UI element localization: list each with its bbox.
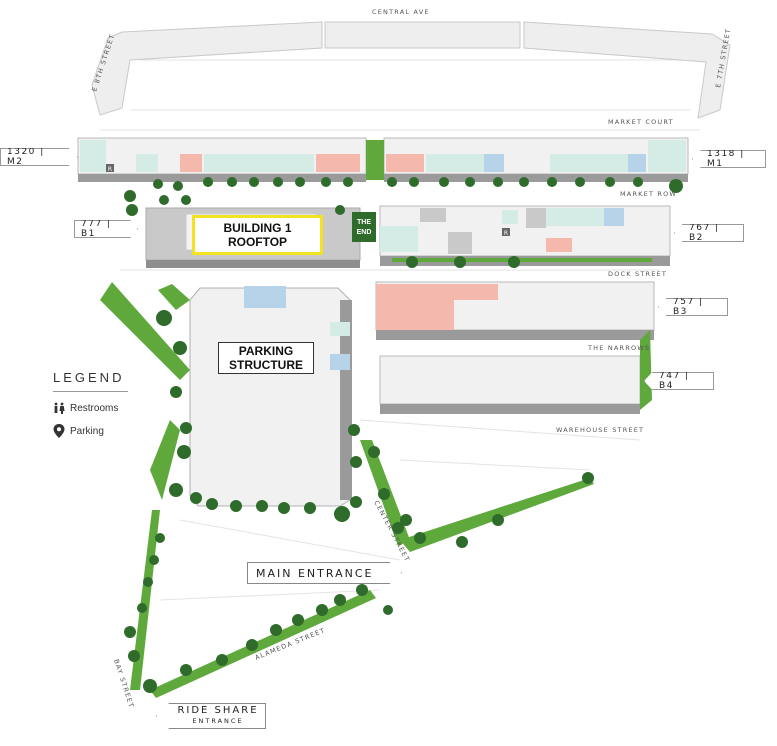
- legend-parking: Parking: [53, 424, 128, 438]
- building1-rooftop-label[interactable]: BUILDING 1 ROOFTOP: [192, 215, 323, 255]
- building-m1: [383, 137, 689, 182]
- parking-lot-lines: [100, 59, 700, 601]
- building1-label-line2: ROOFTOP: [227, 235, 288, 249]
- the-end-venue: [352, 212, 376, 242]
- restroom-marker-m2: R: [108, 166, 112, 173]
- the-end-label-2: END: [357, 229, 372, 236]
- ride-share-line2: ENTRANCE: [192, 717, 244, 725]
- street-market-row: MARKET ROW: [620, 190, 677, 198]
- restroom-marker-b2: R: [504, 230, 508, 237]
- legend-parking-label: Parking: [70, 425, 104, 437]
- the-end-label-1: THE: [357, 219, 371, 226]
- legend-title: LEGEND: [53, 370, 128, 392]
- restroom-markers: [106, 164, 510, 236]
- legend: LEGEND Restrooms Parking: [53, 370, 128, 438]
- map-pin-icon: [53, 424, 65, 438]
- legend-restrooms: Restrooms: [53, 402, 128, 414]
- building-b3: [375, 281, 655, 340]
- restroom-icon: [54, 402, 65, 414]
- ride-share-entrance-label[interactable]: RIDE SHARE ENTRANCE: [156, 703, 266, 729]
- parking-label-line1: PARKING: [238, 344, 294, 358]
- street-the-narrows: THE NARROWS: [587, 344, 650, 352]
- parking-structure-label[interactable]: PARKING STRUCTURE: [218, 342, 314, 374]
- street-market-court: MARKET COURT: [608, 118, 674, 126]
- main-entrance-label[interactable]: MAIN ENTRANCE: [247, 562, 402, 584]
- street-dock-street: DOCK STREET: [608, 270, 667, 278]
- building1-label-line1: BUILDING 1: [223, 221, 292, 235]
- parking-structure: [189, 286, 352, 507]
- parking-label-line2: STRUCTURE: [229, 358, 303, 372]
- ride-share-line1: RIDE SHARE: [177, 705, 259, 716]
- tag-1318-m1[interactable]: 1318 | M1: [692, 150, 766, 168]
- tag-1320-m2[interactable]: 1320 | M2: [0, 148, 78, 166]
- street-warehouse: WAREHOUSE STREET: [556, 426, 644, 434]
- tag-757-b3[interactable]: 757 | B3: [658, 298, 728, 316]
- street-central-ave: CENTRAL AVE: [372, 8, 430, 16]
- legend-restrooms-label: Restrooms: [70, 402, 119, 414]
- top-parking-building: [91, 21, 731, 119]
- tag-747-b4[interactable]: 747 | B4: [644, 372, 714, 390]
- building-b2: [379, 205, 671, 266]
- trees: [124, 177, 683, 693]
- tag-767-b2[interactable]: 767 | B2: [674, 224, 744, 242]
- building-b4: [379, 355, 641, 414]
- building-m2: [77, 137, 367, 182]
- tag-777-b1[interactable]: 777 | B1: [74, 220, 138, 238]
